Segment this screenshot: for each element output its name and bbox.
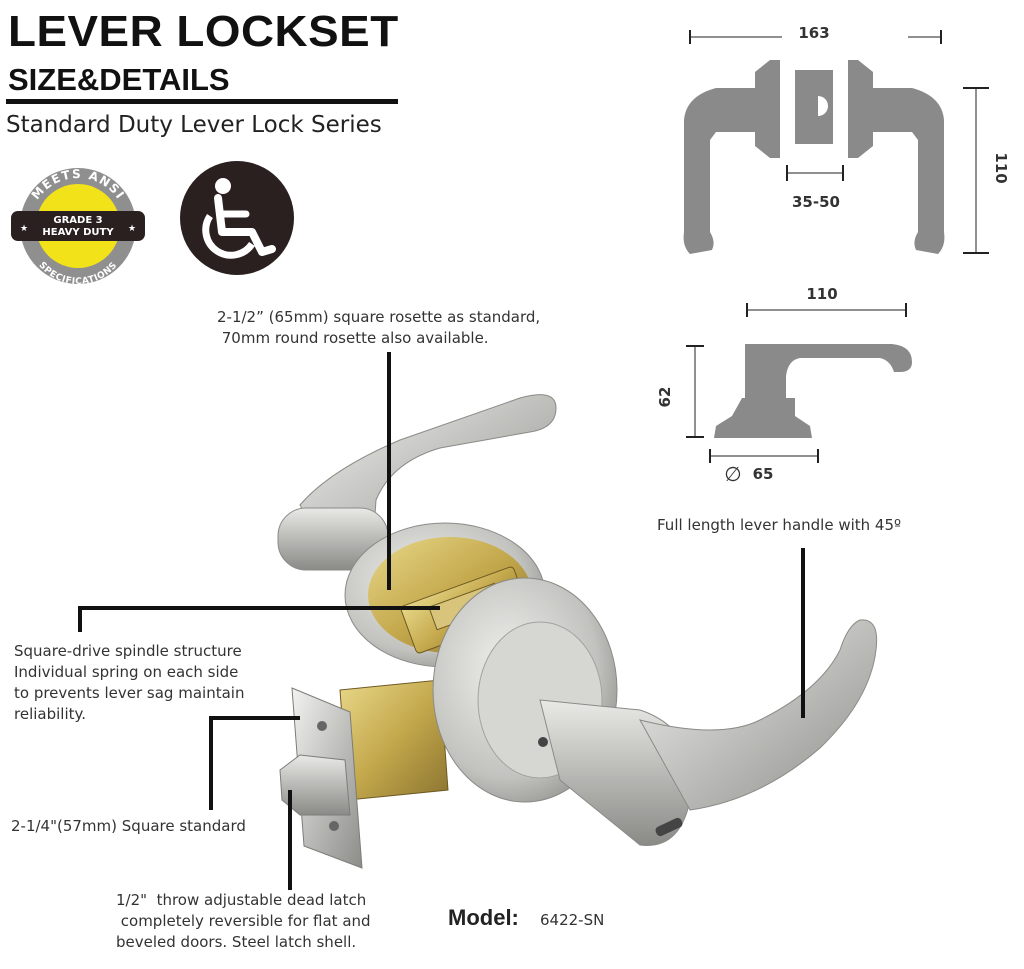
- dead-latch-bolt: [279, 754, 351, 816]
- side-height-label: 62: [656, 387, 674, 408]
- ansi-grade-text: GRADE 3: [53, 215, 102, 226]
- front-width-label: 163: [798, 24, 829, 42]
- lockset-illustration: [277, 394, 878, 869]
- title-underline: [6, 99, 398, 104]
- backset-label: 35-50: [792, 193, 840, 211]
- page-title: LEVER LOCKSET: [8, 7, 399, 56]
- front-view-diagram: 163 35-50 110: [683, 24, 1010, 254]
- front-left-lever: [683, 60, 780, 254]
- callout-lines: [78, 352, 805, 890]
- spindle-callout: Square-drive spindle structure Individua…: [14, 642, 245, 723]
- ansi-star-left: ★: [20, 224, 28, 234]
- faceplate-screw-bottom: [329, 821, 339, 831]
- rosette-callout: 2-1/2” (65mm) square rosette as standard…: [217, 308, 541, 347]
- ansi-star-right: ★: [128, 224, 136, 234]
- side-lever-profile: [714, 344, 912, 438]
- side-length-label: 110: [806, 285, 837, 303]
- latch-tube: [339, 679, 449, 801]
- front-height-label: 110: [992, 152, 1010, 183]
- model-value: 6422-SN: [540, 911, 605, 929]
- faceplate-callout: 2-1/4"(57mm) Square standard: [11, 817, 246, 835]
- rosette-diameter-label: 65: [753, 465, 774, 483]
- page-subtitle: SIZE&DETAILS: [8, 62, 230, 97]
- front-right-lever: [848, 60, 945, 254]
- spindle-leader: [78, 606, 440, 632]
- model-label: Model:: [448, 905, 519, 930]
- ansi-duty-text: HEAVY DUTY: [42, 227, 114, 238]
- series-name: Standard Duty Lever Lock Series: [6, 112, 382, 138]
- front-lever: [639, 619, 878, 811]
- faceplate-leader: [209, 716, 300, 810]
- ansi-badge: MEETS ANSI SPECIFICATIONS ★ ★ GRADE 3 HE…: [11, 167, 145, 287]
- lever-callout: Full length lever handle with 45º: [657, 516, 902, 534]
- wheelchair-icon: [180, 161, 294, 275]
- latch-callout: 1/2" throw adjustable dead latch complet…: [116, 891, 371, 951]
- diameter-symbol: ∅: [724, 462, 741, 486]
- faceplate-screw-top: [317, 721, 327, 731]
- key-slot: [655, 817, 683, 837]
- ansi-banner: [11, 211, 145, 241]
- front-latch-hole: [818, 96, 828, 116]
- side-view-diagram: 110 62 ∅ 65: [656, 285, 912, 486]
- release-hole: [538, 737, 548, 747]
